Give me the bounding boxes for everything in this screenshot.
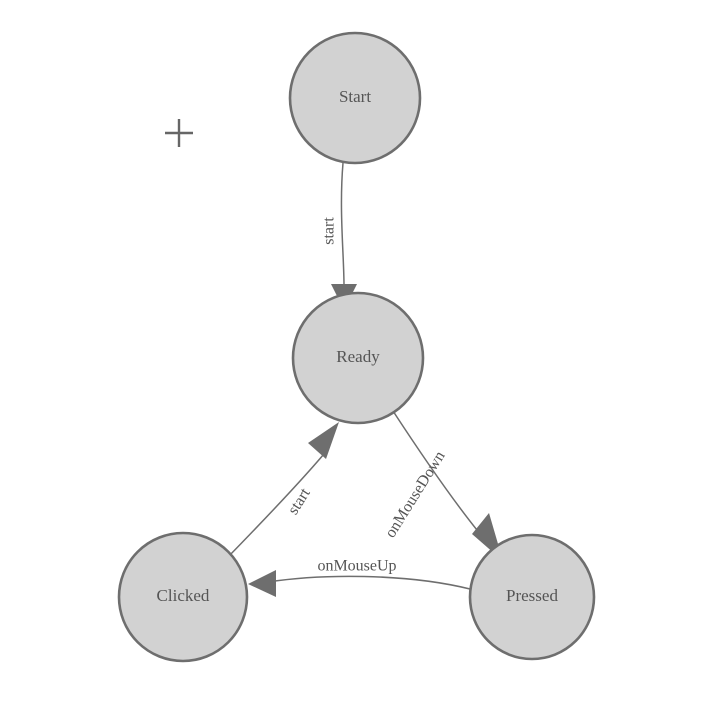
node-pressed-circle[interactable] (468, 533, 596, 661)
node-start-label: Start (339, 87, 371, 106)
edge-start-to-ready[interactable]: start (321, 162, 357, 310)
node-clicked-circle[interactable] (117, 531, 249, 663)
node-ready-circle[interactable] (291, 291, 425, 425)
node-start[interactable]: Start (288, 31, 422, 165)
node-pressed[interactable]: Pressed (468, 533, 596, 661)
edge-clicked-to-ready-arrowhead (308, 422, 339, 459)
edge-start-to-ready-label: start (321, 217, 338, 245)
node-start-circle[interactable] (288, 31, 422, 165)
edge-pressed-to-clicked-label: onMouseUp (317, 558, 396, 575)
edge-pressed-to-clicked-line (267, 575, 471, 590)
edge-clicked-to-ready-label: start (285, 485, 314, 518)
edge-pressed-to-clicked[interactable]: onMouseUp (248, 558, 471, 597)
edge-ready-to-pressed-label: onMouseDown (382, 448, 449, 541)
edge-clicked-to-ready-line (227, 447, 330, 558)
edge-ready-to-pressed[interactable]: onMouseDown (382, 410, 503, 561)
node-pressed-label: Pressed (506, 586, 558, 605)
plus-marker (165, 119, 193, 147)
edge-start-to-ready-line (340, 162, 345, 287)
edge-ready-to-pressed-line (392, 410, 493, 549)
edge-pressed-to-clicked-arrowhead (248, 570, 276, 597)
node-ready[interactable]: Ready (291, 291, 425, 425)
node-ready-label: Ready (336, 347, 380, 366)
node-clicked-label: Clicked (157, 586, 210, 605)
node-clicked[interactable]: Clicked (117, 531, 249, 663)
edge-clicked-to-ready[interactable]: start (227, 422, 339, 558)
